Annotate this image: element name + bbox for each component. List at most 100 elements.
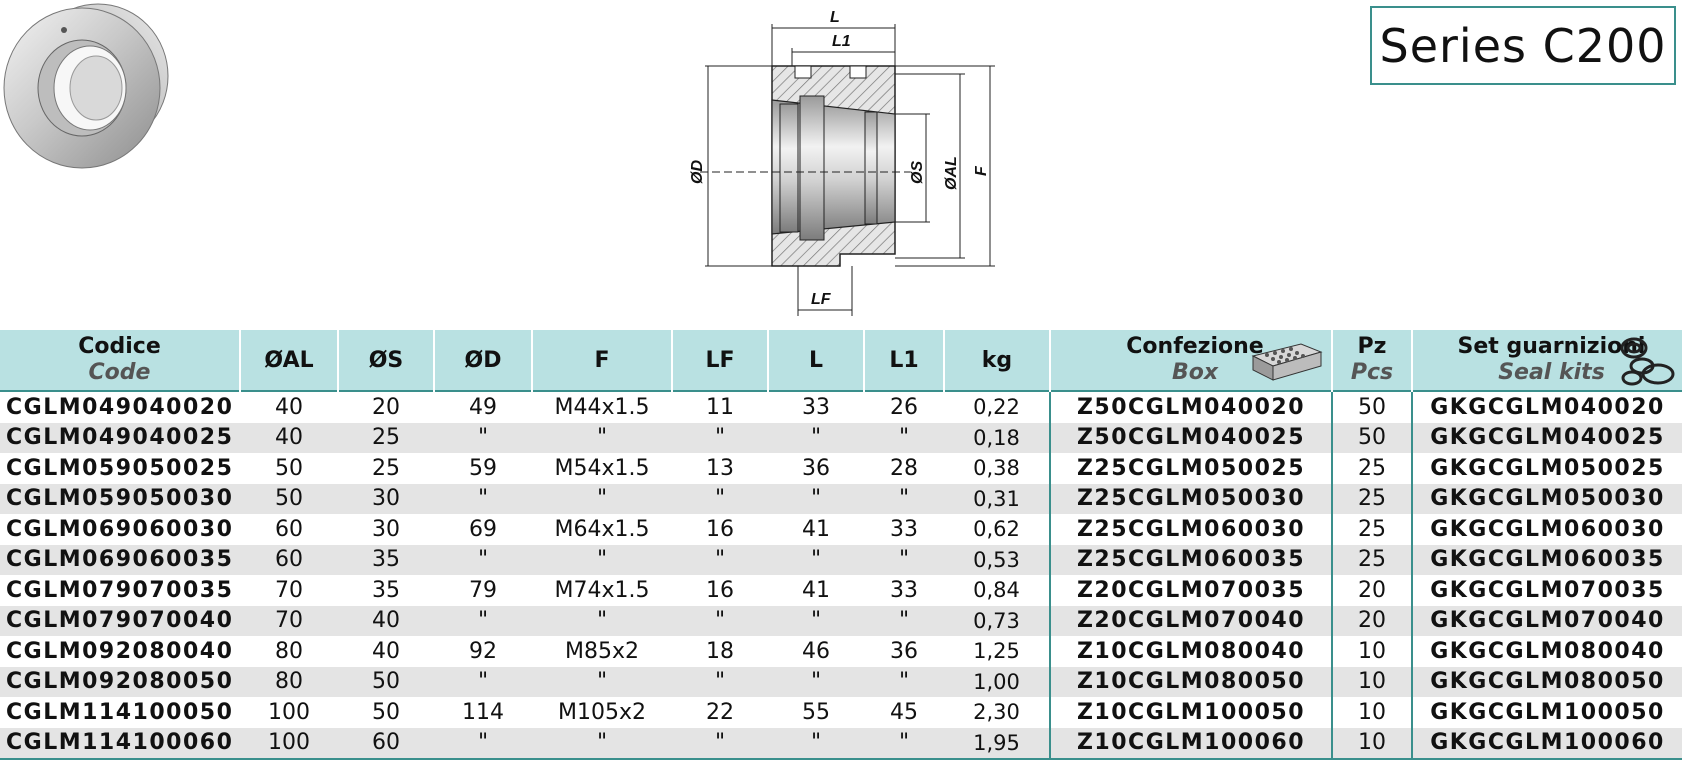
cell-f: " — [532, 544, 672, 575]
cell-l: 55 — [802, 699, 830, 725]
header-al: ØAL — [239, 330, 338, 391]
header-kits: Set guarnizioni Seal kits — [1411, 330, 1682, 391]
header-d: ØD — [433, 330, 532, 391]
cell-kg: 0,31 — [944, 483, 1050, 514]
cell-kg: 0,73 — [944, 605, 1050, 636]
cell-kit: GKGCGLM100060 — [1411, 727, 1682, 760]
cell-kit: GKGCGLM080040 — [1411, 636, 1682, 667]
cell-l1: " — [864, 605, 944, 636]
cell-code: CGLM092080040 — [6, 638, 234, 664]
cell-f: M74x1.5 — [554, 577, 650, 603]
cell-l: " — [768, 544, 864, 575]
cell-kit: GKGCGLM080050 — [1411, 666, 1682, 697]
cell-kg: 0,84 — [973, 578, 1020, 603]
cell-code: CGLM079070035 — [6, 577, 234, 603]
cell-pcs: 20 — [1331, 575, 1412, 606]
header-box: Confezione Box — [1049, 330, 1332, 391]
cell-d: " — [434, 727, 532, 760]
cell-l1: 28 — [890, 455, 918, 481]
header-code: Codice Code — [0, 330, 240, 391]
dim-label-D: ØD — [689, 160, 706, 184]
cell-lf: " — [672, 422, 768, 453]
table-header-row: Codice Code ØAL ØS ØD F LF L L1 kg Confe… — [0, 330, 1682, 391]
cell-lf: " — [672, 544, 768, 575]
cell-l: " — [768, 605, 864, 636]
cell-al: 50 — [275, 455, 303, 481]
cell-pcs: 25 — [1331, 544, 1412, 575]
cell-l1: " — [864, 544, 944, 575]
cell-kg: 0,22 — [973, 395, 1020, 420]
cell-kg: 0,53 — [944, 544, 1050, 575]
header-kg: kg — [943, 330, 1050, 391]
cell-s: 20 — [372, 394, 400, 420]
cell-box: Z10CGLM080040 — [1049, 636, 1332, 667]
cell-pcs: 10 — [1331, 697, 1412, 728]
cell-l: " — [768, 666, 864, 697]
dim-label-AL: ØAL — [943, 156, 960, 190]
cell-l: " — [768, 422, 864, 453]
box-icon — [1251, 343, 1323, 381]
cell-code: CGLM059050025 — [6, 455, 234, 481]
cell-code: CGLM114100050 — [6, 699, 234, 725]
cell-l1: " — [864, 422, 944, 453]
cell-pcs: 10 — [1331, 636, 1412, 667]
cell-s: 25 — [372, 455, 400, 481]
cell-d: 79 — [469, 577, 497, 603]
cell-al: 70 — [240, 605, 338, 636]
cell-kit: GKGCGLM050025 — [1411, 453, 1682, 484]
technical-drawing: L L1 ØD ØS ØAL F LF — [689, 9, 995, 316]
cell-al: 40 — [275, 394, 303, 420]
cell-f: M85x2 — [565, 638, 639, 664]
cell-l: 33 — [802, 394, 830, 420]
cell-d: " — [434, 666, 532, 697]
cell-kit: GKGCGLM050030 — [1411, 483, 1682, 514]
cell-al: 60 — [240, 544, 338, 575]
cell-kit: GKGCGLM100050 — [1411, 697, 1682, 728]
cell-kg: 1,95 — [944, 727, 1050, 760]
cell-l1: " — [864, 727, 944, 760]
cell-kit: GKGCGLM060035 — [1411, 544, 1682, 575]
dim-label-F: F — [973, 165, 990, 176]
cell-code: CGLM059050030 — [0, 483, 240, 514]
cell-lf: " — [672, 605, 768, 636]
cell-lf: " — [672, 483, 768, 514]
header-pcs: Pz Pcs — [1331, 330, 1412, 391]
cell-al: 80 — [240, 666, 338, 697]
dim-label-L1: L1 — [832, 33, 851, 50]
cell-f: " — [532, 422, 672, 453]
dim-label-LF: LF — [811, 291, 832, 308]
cell-l: 41 — [802, 516, 830, 542]
cell-pcs: 10 — [1331, 666, 1412, 697]
cell-s: 50 — [338, 666, 434, 697]
cell-l1: 36 — [890, 638, 918, 664]
cell-s: 40 — [338, 605, 434, 636]
cell-code: CGLM049040025 — [0, 422, 240, 453]
cell-d: 92 — [469, 638, 497, 664]
cell-box: Z50CGLM040025 — [1049, 422, 1332, 453]
cell-kg: 0,38 — [973, 456, 1020, 481]
cell-box: Z10CGLM100060 — [1049, 727, 1332, 760]
cell-f: M54x1.5 — [554, 455, 650, 481]
cell-kg: 2,30 — [973, 700, 1020, 725]
cell-s: 25 — [338, 422, 434, 453]
cell-kit: GKGCGLM070035 — [1411, 575, 1682, 606]
seal-kit-icon — [1620, 337, 1675, 386]
cell-l1: " — [864, 483, 944, 514]
cell-d: " — [434, 483, 532, 514]
cell-box: Z25CGLM050030 — [1049, 483, 1332, 514]
cell-box: Z25CGLM050025 — [1049, 453, 1332, 484]
cell-s: 50 — [372, 699, 400, 725]
cell-lf: 11 — [706, 394, 734, 420]
cell-d: " — [434, 422, 532, 453]
cell-kg: 1,25 — [973, 639, 1020, 664]
cell-box: Z25CGLM060035 — [1049, 544, 1332, 575]
cell-lf: " — [672, 666, 768, 697]
series-title: Series C200 — [1370, 6, 1676, 85]
cell-code: CGLM049040020 — [6, 394, 234, 420]
cell-al: 100 — [240, 727, 338, 760]
